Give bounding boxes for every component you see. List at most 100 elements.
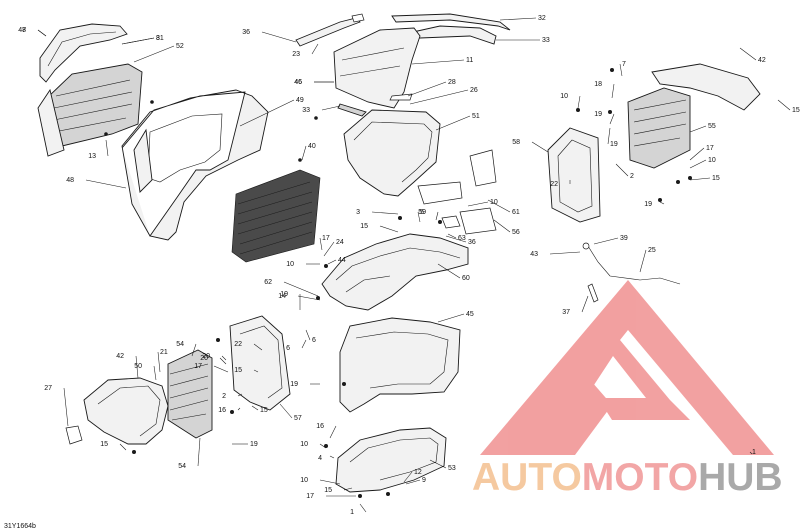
callout-label: 5 — [420, 209, 424, 216]
callout-label: 40 — [308, 143, 316, 150]
leader-line — [319, 479, 341, 485]
leader-line — [609, 113, 615, 125]
callout-label: 54 — [176, 341, 184, 348]
callout-label: 7 — [622, 61, 626, 68]
callout-label: 10 — [300, 477, 308, 484]
callout-label: 10 — [286, 261, 294, 268]
callout-label: 8 — [156, 35, 160, 42]
callout-label: 33 — [302, 107, 310, 114]
callout-label: 19 — [250, 441, 258, 448]
callout-label: 6 — [312, 337, 316, 344]
leader-line — [133, 45, 175, 63]
leader-line — [237, 393, 243, 397]
leader-line — [611, 83, 615, 99]
leader-line — [253, 343, 263, 351]
callout-label: 42 — [758, 57, 766, 64]
part-11-46-windshield — [333, 27, 421, 117]
callout-label: 42 — [116, 353, 124, 360]
leader-line — [283, 281, 319, 297]
watermark-auto: AUTO — [472, 456, 582, 499]
callout-label: 15 — [360, 223, 368, 230]
leader-line — [435, 115, 471, 131]
leader-line — [487, 199, 511, 213]
leader-line — [261, 31, 297, 43]
drawing-code: 31Y1664b — [4, 523, 36, 530]
leader-line — [403, 471, 413, 483]
leader-line — [689, 125, 707, 133]
callout-label: 1 — [350, 509, 354, 516]
leader-line — [135, 355, 139, 379]
leader-line — [319, 443, 327, 449]
callout-label: 15 — [100, 441, 108, 448]
callout-label: 16 — [316, 423, 324, 430]
callout-label: 17 — [306, 493, 314, 500]
leader-line — [689, 177, 711, 181]
leader-line — [417, 211, 421, 223]
callout-label: 62 — [264, 279, 272, 286]
callout-label: 15 — [792, 107, 800, 114]
callout-label: 9 — [422, 477, 426, 484]
callout-label: 23 — [292, 51, 300, 58]
leader-line — [359, 503, 367, 513]
callout-label: 6 — [286, 345, 290, 352]
callout-label: 15 — [234, 367, 242, 374]
leader-line — [121, 37, 155, 45]
leader-line — [371, 211, 399, 215]
part-51-storage-bin — [343, 109, 497, 205]
callout-label: 19 — [594, 111, 602, 118]
leader-line — [689, 159, 707, 169]
part-47-52-front-fascia — [37, 23, 143, 157]
callout-label: 20 — [202, 353, 210, 360]
callout-label: 51 — [472, 113, 480, 120]
leader-line — [447, 233, 457, 239]
leader-line — [157, 351, 161, 373]
callout-label: 18 — [594, 81, 602, 88]
callout-label: 26 — [470, 87, 478, 94]
callout-label: 11 — [466, 57, 473, 64]
callout-label: 10 — [560, 93, 568, 100]
callout-label: 48 — [66, 177, 74, 184]
callout-label: 10 — [300, 441, 308, 448]
leader-line — [197, 437, 201, 467]
leader-line — [409, 89, 469, 105]
part-48-49-body-frame — [121, 89, 269, 241]
leader-line — [777, 99, 791, 111]
watermark-inner-stroke — [528, 382, 612, 455]
callout-label: 16 — [218, 407, 226, 414]
leader-line — [549, 251, 581, 255]
part-42-side-panel — [65, 377, 169, 445]
callout-label: 19 — [644, 201, 652, 208]
leader-line — [237, 407, 241, 411]
callout-label: 15 — [324, 487, 332, 494]
leader-line — [301, 339, 307, 349]
leader-line — [577, 95, 581, 109]
callout-label: 55 — [708, 123, 716, 130]
callout-label: 28 — [448, 79, 456, 86]
callout-label: 45 — [466, 311, 474, 318]
callout-label: 15 — [260, 407, 268, 414]
callout-label: 61 — [512, 209, 520, 216]
callout-label: 63 — [458, 235, 466, 242]
leader-line — [437, 313, 465, 323]
leader-line — [499, 17, 537, 21]
leader-line — [435, 211, 439, 221]
callout-label: 53 — [448, 465, 456, 472]
leader-line — [739, 47, 757, 61]
callout-label: 10 — [708, 157, 716, 164]
watermark-hub: HUB — [698, 456, 783, 499]
callout-label: 21 — [160, 349, 168, 356]
leader-line — [63, 387, 69, 427]
callout-label: 19 — [610, 141, 618, 148]
callout-label: 19 — [290, 381, 298, 388]
leader-line — [219, 357, 227, 365]
callout-label: 57 — [294, 415, 302, 422]
callout-label: 17 — [322, 235, 330, 242]
callout-label: 44 — [338, 257, 346, 264]
leader-line — [319, 237, 323, 251]
callout-label: 22 — [234, 341, 242, 348]
leader-lines — [37, 17, 791, 513]
leader-line — [37, 29, 47, 37]
leader-line — [329, 425, 337, 439]
leader-line — [105, 139, 109, 157]
